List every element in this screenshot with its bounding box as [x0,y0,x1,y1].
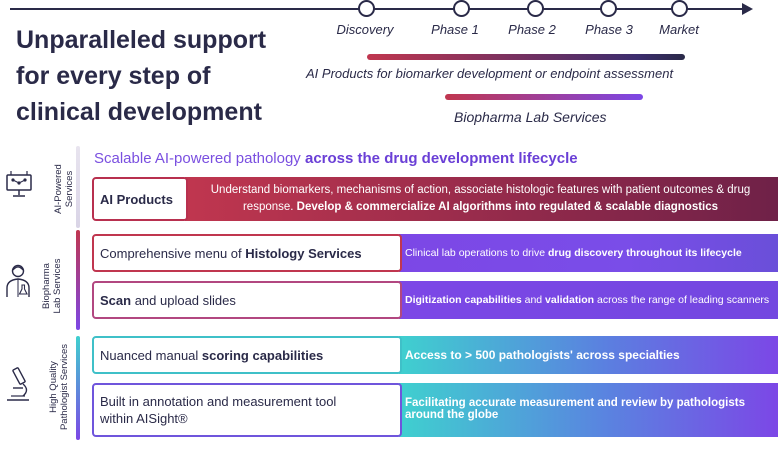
phase-label-market: Market [659,22,699,37]
ai-products-description: Understand biomarkers, mechanisms of act… [185,177,778,221]
headline-line-1: Unparalleled support [16,26,267,54]
phase-label-phase-3: Phase 3 [585,22,633,37]
pathologist-side-label-line-2: Pathologist Services [59,343,70,431]
row-scoring-capabilities: Nuanced manual scoring capabilities Acce… [92,336,778,374]
timeline-arrow-icon [742,3,753,15]
phase-label-phase-2: Phase 2 [508,22,556,37]
ai-products-desc-bold: Develop & commercialize AI algorithms in… [296,201,719,213]
biopharma-side-label: Biopharma Lab Services [41,236,65,336]
histology-label-plain: Comprehensive menu of [100,245,246,261]
scoring-label-box: Nuanced manual scoring capabilities [92,336,402,374]
scan-desc-plain-1: and [521,294,546,306]
scoring-label-plain: Nuanced manual [100,347,202,363]
ai-powered-side-label-line-2: Services [64,170,75,208]
scoring-desc-bold: Access to > 500 pathologists' across spe… [405,348,680,362]
biopharma-side-label-line-2: Lab Services [52,258,63,314]
annotation-label-box: Built in annotation and measurement tool… [92,383,402,437]
scoring-label-bold: scoring capabilities [201,347,324,363]
timeline-node-phase-2 [527,0,544,17]
biopharma-side-label-line-1: Biopharma [41,263,52,309]
row-histology-services: Comprehensive menu of Histology Services… [92,234,778,272]
annotation-desc-bold: Facilitating accurate measurement and re… [405,397,745,421]
scoring-description: Access to > 500 pathologists' across spe… [399,336,778,374]
scan-desc-plain-2: across the range of leading scanners [594,294,770,306]
scan-desc-bold-2: validation [545,294,595,306]
annotation-description: Facilitating accurate measurement and re… [399,383,778,437]
ai-products-label-box: AI Products [92,177,188,221]
timeline-node-phase-1 [453,0,470,17]
timeline-node-market [671,0,688,17]
ai-products-span-label: AI Products for biomarker development or… [306,66,674,81]
phase-label-discovery: Discovery [336,22,394,37]
histology-desc-bold: drug discovery throughout its lifecycle [548,247,742,259]
pathologist-vertical-bar [76,336,80,440]
lab-scientist-icon [6,264,30,297]
pathologist-side-label-line-1: High Quality [48,361,59,413]
scan-label-box: Scan and upload slides [92,281,402,319]
lab-services-span-bar [445,94,643,100]
computer-network-icon [6,171,32,197]
ai-products-span-bar [367,54,685,60]
ai-powered-vertical-bar [76,146,80,228]
ai-section-title-plain: Scalable AI-powered pathology [94,150,305,167]
ai-products-label: AI Products [100,191,173,207]
headline-line-3: clinical development [16,98,262,126]
ai-powered-side-label: AI-Powered Services [53,139,77,239]
row-annotation-tool: Built in annotation and measurement tool… [92,383,778,437]
timeline-node-discovery [358,0,375,17]
histology-label-bold: Histology Services [245,245,362,261]
biopharma-vertical-bar [76,230,80,330]
ai-products-desc-plain: Understand biomarkers, mechanisms of act… [210,184,751,213]
histology-description: Clinical lab operations to drive drug di… [399,234,778,272]
timeline-node-phase-3 [600,0,617,17]
scan-label-plain: and upload slides [131,292,236,308]
microscope-icon [7,367,29,401]
headline-line-2: for every step of [16,62,211,90]
headline: Unparalleled support for every step of c… [16,22,316,130]
annotation-label: Built in annotation and measurement tool… [100,394,337,426]
histology-desc-plain: Clinical lab operations to drive [405,247,548,259]
scan-description: Digitization capabilities and validation… [399,281,778,319]
ai-powered-side-label-line-1: AI-Powered [53,164,64,214]
ai-section-title: Scalable AI-powered pathology across the… [94,150,578,167]
phase-label-phase-1: Phase 1 [431,22,479,37]
lab-services-span-label: Biopharma Lab Services [454,109,607,125]
row-scan-upload: Scan and upload slides Digitization capa… [92,281,778,319]
scan-label-bold: Scan [100,292,132,308]
row-ai-products: AI Products Understand biomarkers, mecha… [92,177,778,221]
histology-label-box: Comprehensive menu of Histology Services [92,234,402,272]
pathologist-side-label: High Quality Pathologist Services [48,332,72,442]
timeline-axis [10,8,748,10]
scan-desc-bold-1: Digitization capabilities [405,294,522,306]
ai-section-title-bold: across the drug development lifecycle [304,150,578,167]
